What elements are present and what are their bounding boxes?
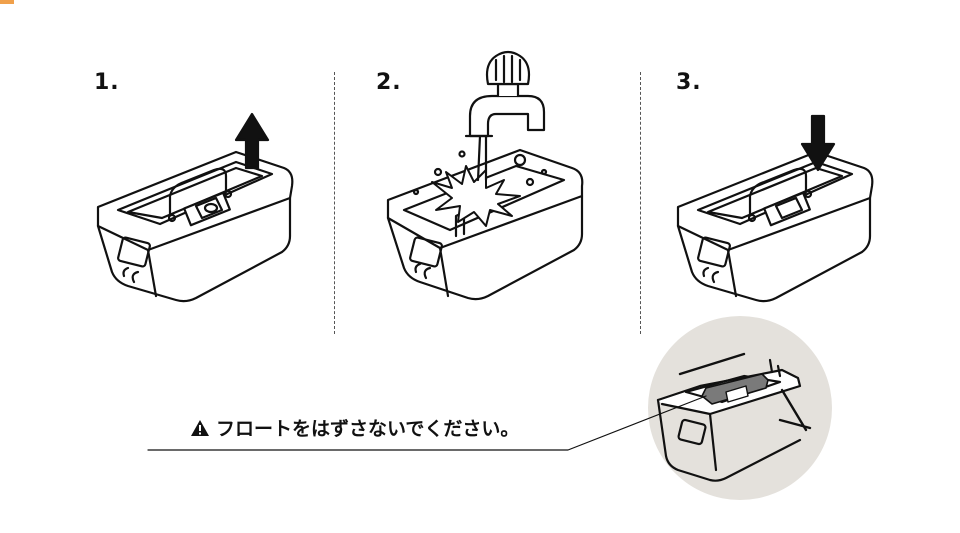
step-2-rinse-illustration bbox=[386, 50, 584, 301]
divider-2-3 bbox=[640, 72, 641, 334]
float-detail-callout bbox=[648, 316, 832, 500]
step-2-number: 2. bbox=[376, 70, 402, 95]
warning-triangle-icon bbox=[191, 419, 209, 436]
caution-text: フロートをはずさないでください。 bbox=[216, 418, 520, 440]
corner-accent bbox=[0, 0, 14, 4]
step-1-number: 1. bbox=[94, 70, 120, 95]
step-3-tank-illustration bbox=[676, 114, 874, 303]
step-3-number: 3. bbox=[676, 70, 702, 95]
divider-1-2 bbox=[334, 72, 335, 334]
callout-leader-line bbox=[147, 395, 707, 451]
caution-note: フロートをはずさないでください。 bbox=[190, 414, 519, 441]
step-1-tank-illustration bbox=[96, 112, 294, 303]
